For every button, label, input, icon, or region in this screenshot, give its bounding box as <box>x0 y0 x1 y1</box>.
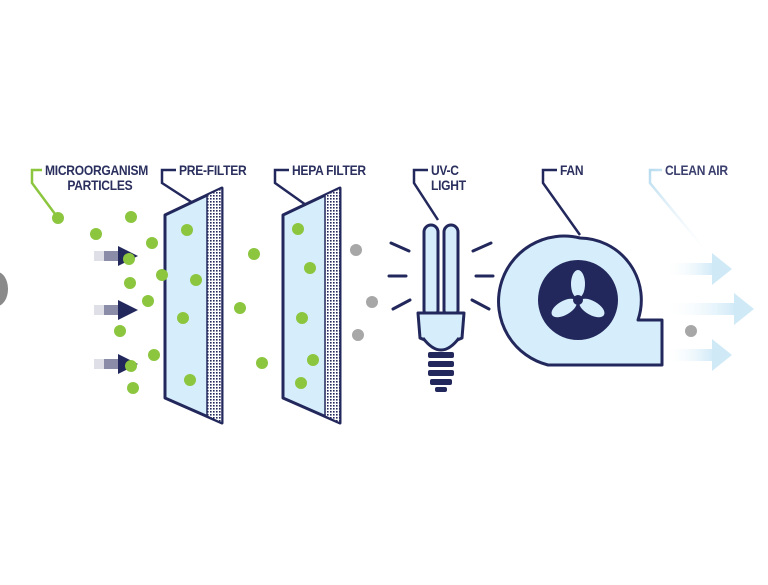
gray-particle-icon <box>352 329 364 341</box>
clean-air-arrow-icon <box>664 293 754 325</box>
hepa-filter-icon <box>281 186 342 425</box>
label-leader-lines <box>30 168 713 259</box>
microorganism-particle-icon <box>156 269 168 281</box>
microorganism-particle-icon <box>124 277 136 289</box>
prefilter-leader-line <box>160 168 197 207</box>
microorganism-particle-icon <box>90 228 102 240</box>
microorganism-particle-icon <box>296 312 308 324</box>
microorganism-particle-icon <box>125 360 137 372</box>
microorganism-particle-icon <box>256 357 268 369</box>
uv-c-bulb-icon <box>387 223 495 392</box>
clean-air-label-text: CLEAN AIR <box>665 162 728 178</box>
clean-air-arrow-icon <box>664 339 732 371</box>
clean-air-leader-line <box>648 168 713 259</box>
uvc-label-line-2: LIGHT <box>431 177 466 193</box>
clean-air-arrows <box>664 253 754 371</box>
hepa-label-text: HEPA FILTER <box>292 162 366 178</box>
incoming-airflow-arrows <box>94 246 138 374</box>
hepa-filter-label: HEPA FILTER <box>292 163 366 178</box>
clean-air-label: CLEAN AIR <box>665 163 728 178</box>
fan-icon <box>497 234 664 367</box>
gray-particle-icon <box>366 296 378 308</box>
microorganism-particle-icon <box>184 374 196 386</box>
microorganism-particle-icon <box>148 349 160 361</box>
microorganism-particle-icon <box>292 223 304 235</box>
edge-circle-fragment <box>0 272 8 306</box>
uv-light-rays <box>387 241 495 311</box>
microorganism-leader-line <box>30 168 60 219</box>
uvc-label-line-1: UV-C <box>431 162 459 178</box>
fan-label-text: FAN <box>560 162 584 178</box>
microorganism-label-line-2: PARTICLES <box>67 177 133 193</box>
microorganism-label-line-1: MICROORGANISM <box>45 162 148 178</box>
prefilter-label-text: PRE-FILTER <box>179 162 247 178</box>
fan-label: FAN <box>560 162 584 178</box>
microorganism-particle-icon <box>142 295 154 307</box>
airflow-arrow-icon <box>94 300 138 320</box>
microorganism-particle-icon <box>190 274 202 286</box>
fan-leader-line <box>541 168 582 236</box>
hepa-leader-line <box>273 168 307 207</box>
microorganism-particle-icon <box>248 248 260 260</box>
gray-particle-icon <box>350 244 362 256</box>
microorganism-particle-icon <box>125 211 137 223</box>
uvc-leader-line <box>412 168 440 221</box>
microorganism-particles <box>52 211 697 394</box>
microorganism-particle-icon <box>177 312 189 324</box>
microorganism-particle-icon <box>304 262 316 274</box>
microorganism-particle-icon <box>181 224 193 236</box>
microorganism-particle-icon <box>234 302 246 314</box>
clean-air-arrow-icon <box>664 253 732 285</box>
microorganism-particle-icon <box>295 377 307 389</box>
microorganism-particle-icon <box>123 253 135 265</box>
microorganism-particle-icon <box>307 354 319 366</box>
uvc-light-label: UV-C LIGHT <box>431 163 466 193</box>
gray-particle-icon <box>685 325 697 337</box>
microorganism-particle-icon <box>146 237 158 249</box>
pre-filter-icon <box>163 186 224 425</box>
microorganism-particle-icon <box>127 382 139 394</box>
microorganism-particle-icon <box>114 325 126 337</box>
microorganism-particles-label: MICROORGANISM PARTICLES <box>45 163 148 193</box>
prefilter-label: PRE-FILTER <box>179 162 247 178</box>
microorganism-particle-icon <box>52 212 64 224</box>
